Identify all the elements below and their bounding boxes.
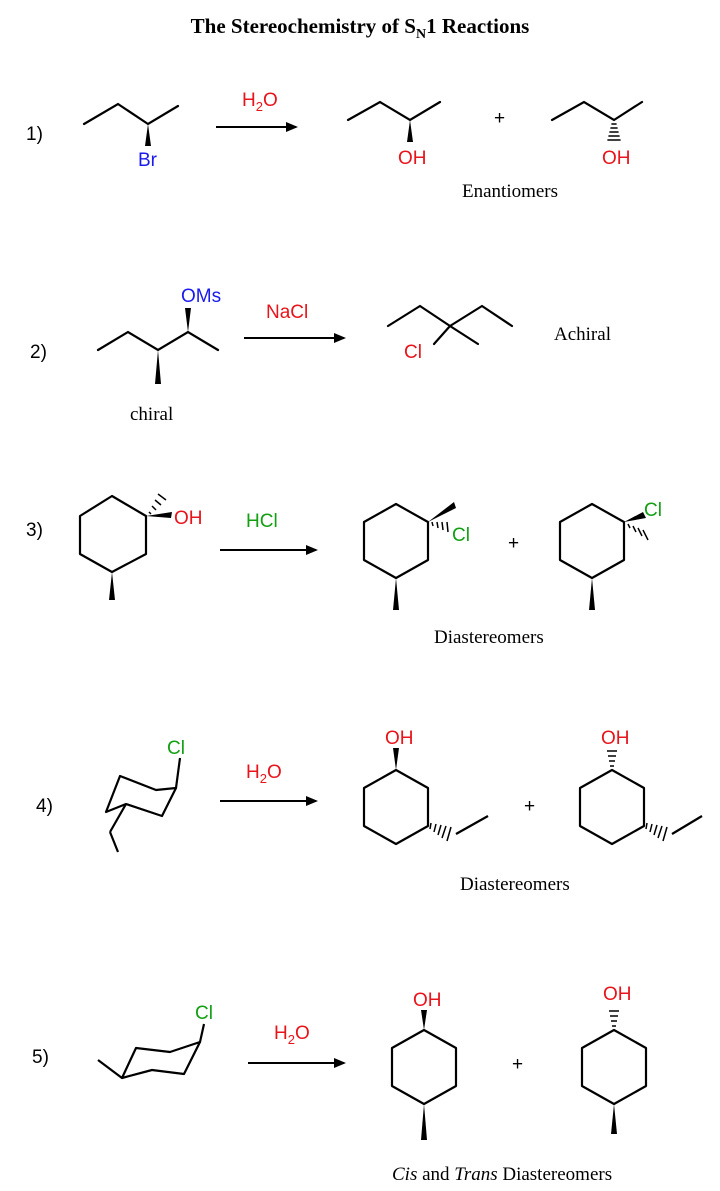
- plus-sign: +: [508, 533, 519, 554]
- product-1-structure: [362, 748, 489, 846]
- caption: Enantiomers: [462, 181, 558, 202]
- wedge-bond: [421, 1010, 427, 1030]
- reagent-label: H2O: [246, 762, 282, 786]
- hashed-bond: [431, 521, 449, 533]
- atom-label: Cl: [404, 342, 422, 363]
- product-2-structure: [580, 1010, 648, 1134]
- hashed-bond: [607, 123, 621, 141]
- product-2-structure: [558, 502, 649, 610]
- product-1-structure: [390, 1010, 458, 1140]
- atom-label: Cl: [452, 525, 470, 546]
- hashed-bond: [607, 750, 617, 767]
- reaction-1: 1) Br H2O OH +: [26, 90, 644, 202]
- wedge-bond: [393, 578, 399, 610]
- atom-label: Cl: [167, 738, 185, 759]
- reaction-5: 5) Cl H2O OH +: [32, 984, 648, 1185]
- wedge-bond: [589, 578, 595, 610]
- wedge-bond: [624, 512, 646, 522]
- reaction-2: 2) OMs chiral NaCl Cl Achiral: [30, 286, 611, 425]
- wedge-bond: [428, 502, 456, 522]
- wedge-bond: [611, 1104, 617, 1134]
- product-1-structure: [346, 100, 442, 142]
- product-structure: [386, 304, 514, 346]
- product-1-structure: [362, 502, 456, 610]
- wedge-bond: [421, 1104, 427, 1140]
- atom-label: Br: [138, 150, 158, 171]
- atom-label: Cl: [644, 500, 662, 521]
- wedge-bond: [146, 512, 172, 518]
- wedge-bond: [145, 124, 151, 146]
- wedge-bond: [155, 350, 161, 384]
- reaction-number: 3): [26, 520, 43, 541]
- reactant-structure: [78, 493, 172, 600]
- reactant-chair: [97, 1023, 206, 1080]
- hashed-bond: [645, 822, 668, 842]
- atom-label: Cl: [195, 1003, 213, 1024]
- caption: Diastereomers: [460, 874, 570, 895]
- reagent-label: H2O: [242, 90, 278, 114]
- plus-sign: +: [512, 1054, 523, 1075]
- plus-sign: +: [524, 796, 535, 817]
- product-2-structure: [578, 750, 703, 846]
- caption: Diastereomers: [434, 627, 544, 648]
- page-title: The Stereochemistry of SN1 Reactions: [190, 14, 530, 43]
- product-2-structure: [550, 100, 644, 141]
- hashed-bond: [148, 493, 167, 515]
- caption: Cis and Trans Diastereomers: [392, 1164, 612, 1185]
- reaction-number: 2): [30, 342, 47, 363]
- atom-label: OH: [602, 148, 631, 169]
- reactant-structure: [82, 102, 180, 146]
- atom-label: OH: [603, 984, 632, 1005]
- wedge-bond: [185, 308, 191, 332]
- wedge-bond: [393, 748, 399, 770]
- reaction-4: 4) Cl H2O: [36, 728, 703, 895]
- plus-sign: +: [494, 108, 505, 129]
- wedge-bond: [407, 120, 413, 142]
- hashed-bond: [627, 523, 649, 541]
- reaction-number: 4): [36, 796, 53, 817]
- atom-label: OH: [413, 990, 442, 1011]
- reaction-3: 3) OH HCl: [26, 493, 662, 648]
- atom-label: OH: [398, 148, 427, 169]
- reaction-number: 1): [26, 124, 43, 145]
- atom-label: OH: [385, 728, 414, 749]
- caption: Achiral: [554, 324, 611, 345]
- reactant-note: chiral: [130, 404, 173, 425]
- wedge-bond: [109, 572, 115, 600]
- reagent-label: H2O: [274, 1023, 310, 1047]
- atom-label: OH: [174, 508, 203, 529]
- reaction-number: 5): [32, 1047, 49, 1068]
- reactant-chair: [104, 757, 182, 853]
- reagent-label: NaCl: [266, 302, 308, 323]
- hashed-bond: [609, 1010, 619, 1027]
- hashed-bond: [429, 822, 452, 842]
- reagent-label: HCl: [246, 511, 278, 532]
- atom-label: OMs: [181, 286, 221, 307]
- atom-label: OH: [601, 728, 630, 749]
- reactant-structure: [96, 308, 220, 384]
